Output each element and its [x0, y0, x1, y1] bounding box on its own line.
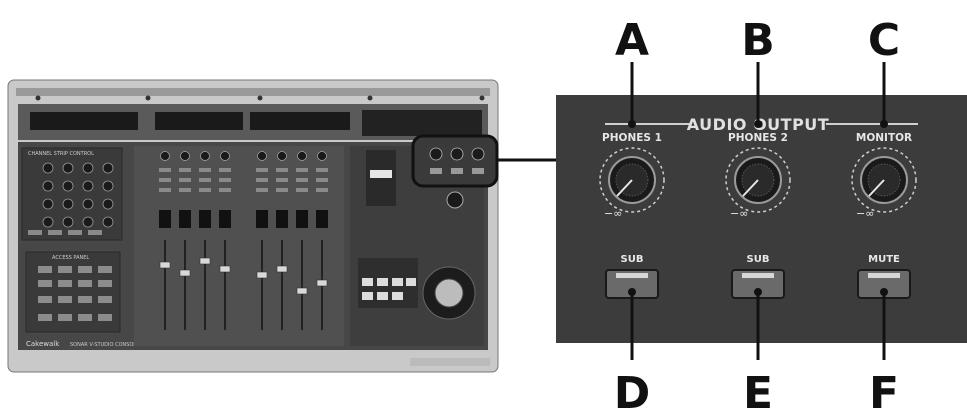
master-fader-cap	[370, 170, 392, 178]
monitor-min-label: −∞	[856, 207, 874, 220]
callout-e: E	[743, 368, 773, 415]
console-model: SONAR V-STUDIO CONSOLE	[70, 342, 139, 348]
console-top-rail	[16, 88, 490, 96]
mini-audio-output-buttons	[430, 168, 484, 174]
console-small-knob	[447, 192, 463, 208]
sub-button-1-label: SUB	[621, 254, 644, 265]
callout-d: D	[614, 368, 651, 415]
mute-button-label: MUTE	[868, 254, 900, 265]
console-brand: Cakewalk	[26, 340, 60, 348]
phones1-min-label: −∞	[604, 207, 622, 220]
console-display-3	[250, 112, 350, 130]
audio-output-panel: AUDIO OUTPUT PHONES 1 PHONES 2 MONITOR −…	[556, 95, 967, 343]
callout-f: F	[869, 368, 899, 415]
console-display-1	[30, 112, 138, 130]
phones2-label: PHONES 2	[728, 132, 788, 144]
jog-wheel-center	[435, 279, 463, 307]
monitor-label: MONITOR	[856, 132, 912, 144]
sub-button-2-label: SUB	[747, 254, 770, 265]
phones2-min-label: −∞	[730, 207, 748, 220]
channel-strip-title: CHANNEL STRIP CONTROL	[28, 151, 94, 157]
audio-output-highlight	[413, 136, 497, 186]
console-display-4	[362, 110, 482, 136]
console-display-2	[155, 112, 243, 130]
phones1-label: PHONES 1	[602, 132, 662, 144]
access-panel-title: ACCESS PANEL	[52, 255, 89, 261]
callout-c: C	[868, 15, 900, 66]
console-device: CHANNEL STRIP CONTROL ACCESS PANEL Cakew…	[8, 80, 498, 372]
callout-a: A	[615, 15, 649, 66]
mini-audio-output-knobs	[430, 148, 484, 160]
channel-strips	[134, 146, 344, 346]
console-bottom-trim	[410, 358, 490, 366]
callout-b: B	[741, 15, 775, 66]
